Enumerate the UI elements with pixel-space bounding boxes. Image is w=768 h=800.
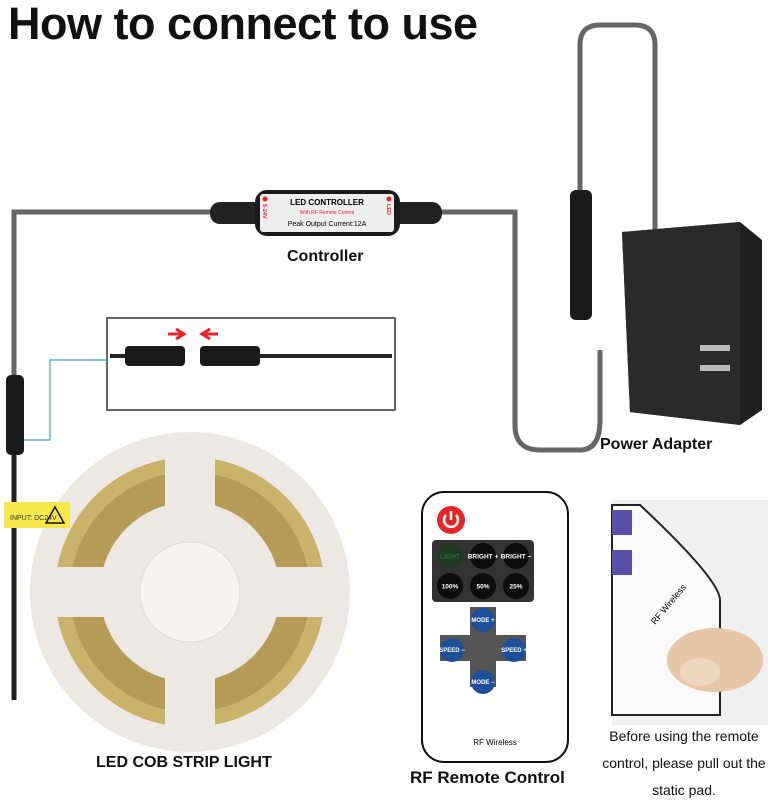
remote-button[interactable] xyxy=(437,573,463,599)
controller-caption: Controller xyxy=(287,248,364,265)
page-title: How to connect to use xyxy=(8,0,478,49)
power-adapter-caption: Power Adapter xyxy=(600,436,713,453)
warning-icon xyxy=(44,505,66,524)
remote-button[interactable] xyxy=(503,573,529,599)
dc-connector xyxy=(570,190,592,320)
dpad-label: MODE − xyxy=(471,680,495,686)
remote-brand: RF Wireless xyxy=(473,738,517,747)
remote-button-label: BRIGHT − xyxy=(501,554,532,561)
controller-label-left: 5-24V xyxy=(261,204,267,219)
dpad-speed-left-button[interactable] xyxy=(440,638,464,662)
arrow-left-icon xyxy=(199,327,218,341)
remote-button[interactable] xyxy=(470,573,496,599)
remote-button-label: BRIGHT + xyxy=(468,554,499,561)
output-dot-icon xyxy=(386,196,392,202)
remote-button-label: 25% xyxy=(509,584,522,591)
remote-button[interactable] xyxy=(503,543,529,569)
plug-prong xyxy=(700,365,730,371)
pull-tab-photo: RF Wireless xyxy=(611,500,768,725)
controller-label-title: LED CONTROLLER xyxy=(290,198,364,207)
remote-caption: RF Remote Control xyxy=(410,768,565,787)
strip-caption: LED COB STRIP LIGHT xyxy=(96,754,272,771)
remote-button-label: 100% xyxy=(442,584,459,591)
dpad-speed-right-button[interactable] xyxy=(502,638,526,662)
arrow-right-icon xyxy=(168,327,187,341)
pointer-line xyxy=(20,359,107,441)
remote-button[interactable] xyxy=(437,543,463,569)
controller: LED CONTROLLER With RF Remote Control Pe… xyxy=(210,190,442,236)
tag-text: INPUT: DC24V xyxy=(10,515,57,522)
strip-connector xyxy=(6,375,24,455)
dpad-mode-down-button[interactable] xyxy=(471,670,495,694)
rf-remote: LIGHT BRIGHT +BRIGHT − 100% 50% 25% MODE + MO… xyxy=(421,491,569,763)
dpad-label: SPEED + xyxy=(501,648,527,654)
power-adapter xyxy=(622,222,762,425)
controller-label-sub: With RF Remote Control xyxy=(300,210,354,216)
controller-label-right: LED xyxy=(385,204,391,215)
remote-button-label: LIGHT xyxy=(440,554,460,561)
dpad-mode-up-button[interactable] xyxy=(471,608,495,632)
led-reel xyxy=(30,432,350,752)
pull-tab-note: Before using the remote control, please … xyxy=(602,728,766,798)
input-tag: INPUT: DC24V xyxy=(4,502,70,528)
controller-label-peak: Peak Output Current:12A xyxy=(288,221,367,228)
input-dot-icon xyxy=(262,196,268,202)
connection-inset xyxy=(20,317,396,441)
plug-prong xyxy=(700,345,730,351)
remote-button[interactable] xyxy=(470,543,496,569)
power-icon xyxy=(442,511,460,529)
remote-button-label: 50% xyxy=(476,584,489,591)
dpad-label: MODE + xyxy=(471,618,495,624)
cable xyxy=(11,22,658,453)
dpad-label: SPEED − xyxy=(439,648,465,654)
